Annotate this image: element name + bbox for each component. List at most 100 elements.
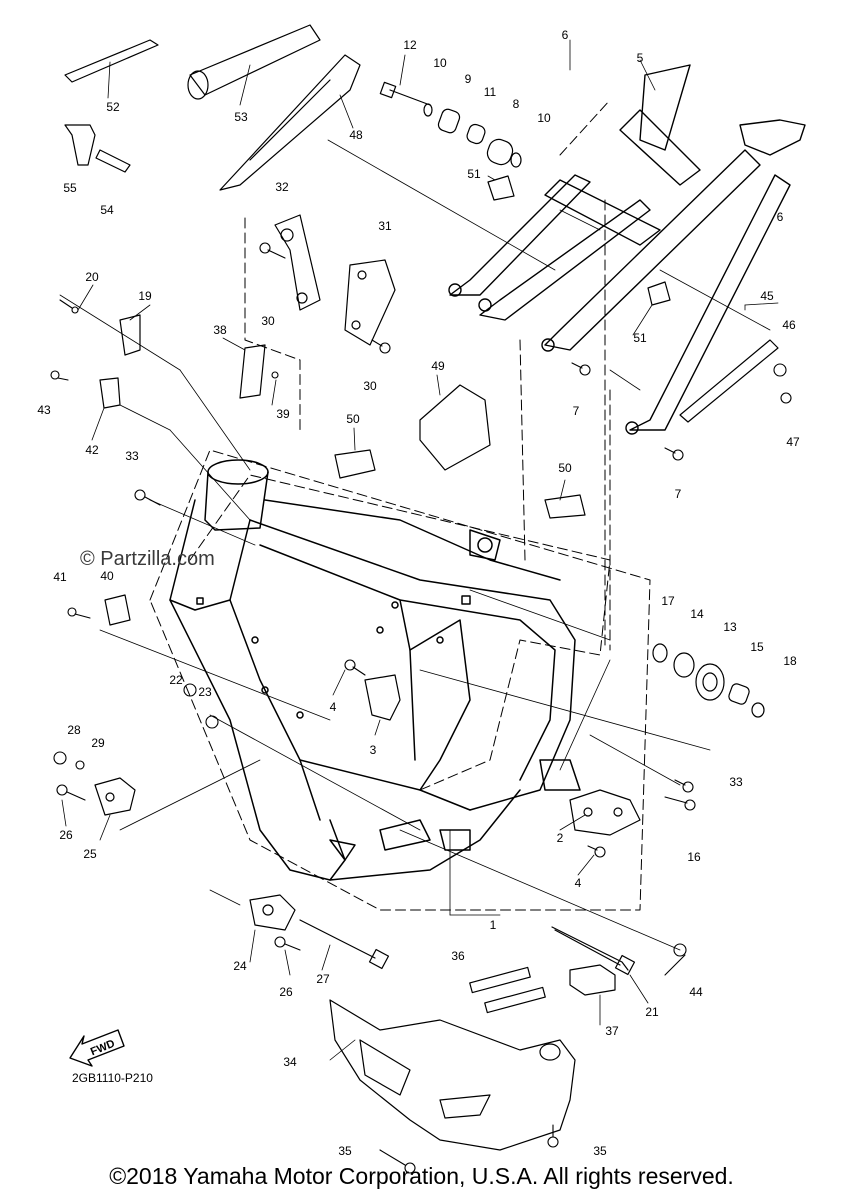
- callout-45: 45: [760, 289, 774, 303]
- callout-50: 50: [346, 412, 360, 426]
- engine-mount-right: [569, 789, 641, 836]
- callout-6: 6: [561, 28, 569, 42]
- callout-47: 47: [786, 435, 800, 449]
- callout-43: 43: [37, 403, 51, 417]
- callout-33: 33: [729, 775, 743, 789]
- skid-plate: [329, 999, 576, 1151]
- bracket-31: [344, 259, 396, 346]
- clamp-50-right: [544, 494, 586, 519]
- bracket-32: [274, 214, 321, 311]
- callout-35: 35: [338, 1144, 352, 1158]
- callout-21: 21: [645, 1005, 659, 1019]
- callout-7: 7: [674, 487, 682, 501]
- callout-55: 55: [63, 181, 77, 195]
- callout-13: 13: [723, 620, 737, 634]
- clamp-51-mid: [647, 281, 671, 306]
- clamp-50-left: [334, 449, 376, 479]
- callout-30: 30: [261, 314, 275, 328]
- callout-30: 30: [363, 379, 377, 393]
- callout-5: 5: [636, 51, 644, 65]
- callout-42: 42: [85, 443, 99, 457]
- bracket-38: [239, 344, 266, 399]
- callout-4: 4: [329, 700, 337, 714]
- callout-35: 35: [593, 1144, 607, 1158]
- callout-14: 14: [690, 607, 704, 621]
- bolt-55: [64, 124, 96, 166]
- watermark: © Partzilla.com: [80, 548, 215, 570]
- lower-mount: [249, 894, 296, 931]
- callout-29: 29: [91, 736, 105, 750]
- callout-6: 6: [776, 210, 784, 224]
- main-frame: [169, 459, 581, 881]
- callout-11: 11: [483, 85, 497, 99]
- callout-50: 50: [558, 461, 572, 475]
- callout-38: 38: [213, 323, 227, 337]
- bolt-21: [554, 929, 621, 966]
- fwd-arrow-icon: [69, 1029, 125, 1067]
- callout-23: 23: [198, 685, 212, 699]
- mud-flap-rod-45: [679, 339, 779, 423]
- callout-53: 53: [234, 110, 248, 124]
- callout-46: 46: [782, 318, 796, 332]
- copyright-notice: ©2018 Yamaha Motor Corporation, U.S.A. A…: [109, 1163, 734, 1189]
- callout-48: 48: [349, 128, 363, 142]
- assembly-outline-inner: [189, 474, 611, 791]
- pad-36-a: [469, 966, 531, 994]
- callout-22: 22: [169, 673, 183, 687]
- callout-41: 41: [53, 570, 67, 584]
- callout-49: 49: [431, 359, 445, 373]
- callout-9: 9: [464, 72, 472, 86]
- callout-27: 27: [316, 972, 330, 986]
- clip-19: [119, 314, 141, 356]
- clip-42: [99, 377, 121, 409]
- callout-19: 19: [138, 289, 152, 303]
- callout-33: 33: [125, 449, 139, 463]
- callout-37: 37: [605, 1024, 619, 1038]
- callout-32: 32: [275, 180, 289, 194]
- callout-34: 34: [283, 1055, 297, 1069]
- callout-44: 44: [689, 985, 703, 999]
- callout-12: 12: [403, 38, 417, 52]
- clamp-51-top: [487, 175, 515, 201]
- callout-51: 51: [467, 167, 481, 181]
- callout-25: 25: [83, 847, 97, 861]
- axle-tool: [189, 24, 321, 96]
- clamp-40: [104, 594, 131, 626]
- callout-8: 8: [512, 97, 520, 111]
- callout-31: 31: [378, 219, 392, 233]
- bracket-cover-49: [419, 384, 491, 471]
- callout-18: 18: [783, 654, 797, 668]
- pad-36-b: [484, 986, 546, 1014]
- callout-24: 24: [233, 959, 247, 973]
- callout-40: 40: [100, 569, 114, 583]
- callout-1: 1: [489, 918, 497, 932]
- bolt-12: [389, 89, 431, 106]
- callout-28: 28: [67, 723, 81, 737]
- callout-17: 17: [661, 594, 675, 608]
- callout-26: 26: [279, 985, 293, 999]
- callout-39: 39: [276, 407, 290, 421]
- callout-10: 10: [537, 111, 551, 125]
- assembly-outline-main: [149, 449, 651, 911]
- wrench: [64, 39, 159, 83]
- callout-54: 54: [100, 203, 114, 217]
- callout-2: 2: [556, 831, 564, 845]
- bolt-54: [95, 149, 131, 173]
- engine-mount-left: [94, 777, 136, 816]
- callout-51: 51: [633, 331, 647, 345]
- diagram-code: 2GB1110-P210: [72, 1071, 153, 1085]
- callout-10: 10: [433, 56, 447, 70]
- callout-36: 36: [451, 949, 465, 963]
- callout-52: 52: [106, 100, 120, 114]
- callout-15: 15: [750, 640, 764, 654]
- callout-26: 26: [59, 828, 73, 842]
- callout-16: 16: [687, 850, 701, 864]
- callout-7: 7: [572, 404, 580, 418]
- callout-4: 4: [574, 876, 582, 890]
- center-bracket: [364, 674, 401, 721]
- block-37: [569, 964, 616, 996]
- bolt-27: [299, 919, 376, 959]
- rear-subframe: [448, 64, 806, 435]
- callout-3: 3: [369, 743, 377, 757]
